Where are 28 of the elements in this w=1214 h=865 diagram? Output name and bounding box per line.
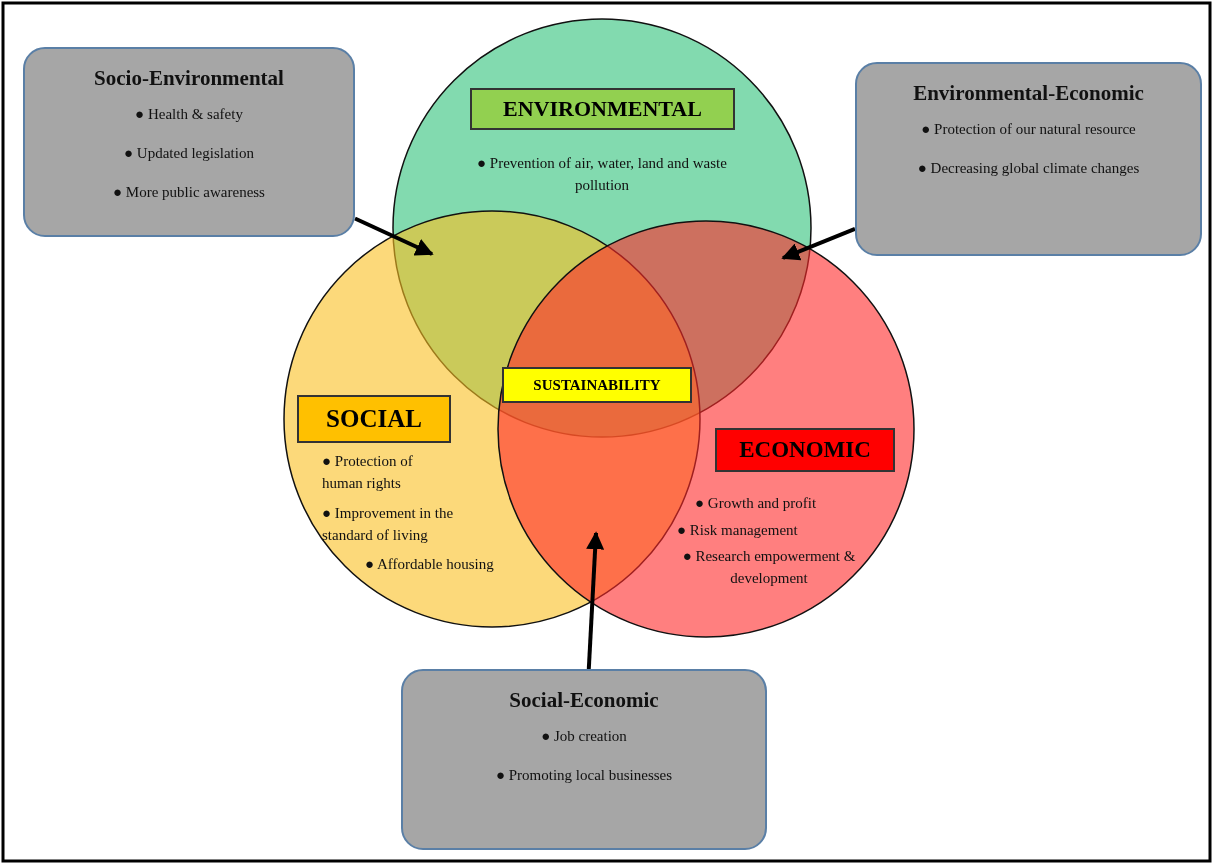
bullet-text: ● More public awareness — [113, 183, 265, 202]
arrow — [781, 227, 856, 261]
bullet-text: ● Prevention of air, water, land and waste pollution — [476, 154, 728, 195]
venn-circle — [497, 220, 915, 638]
arrow — [586, 531, 605, 670]
info-box — [401, 669, 767, 850]
category-label: SOCIAL — [297, 395, 451, 443]
bullet-text: ● Risk management — [677, 521, 799, 540]
bullet-text: ● Growth and profit — [695, 494, 818, 513]
category-label: ENVIRONMENTAL — [470, 88, 735, 130]
bullet-text: ● Improvement in the standard of living — [322, 504, 455, 545]
bullet-text: ● Promoting local businesses — [495, 766, 673, 785]
bullet-text: ● Decreasing global climate changes — [917, 159, 1140, 178]
bullet-text: ● Protection of human rights — [322, 452, 414, 493]
category-label: ECONOMIC — [715, 428, 895, 472]
bullet-text: ● Affordable housing — [365, 555, 495, 574]
bullet-text: ● Job creation — [541, 727, 627, 746]
bullet-text: ● Protection of our natural resource — [921, 120, 1136, 139]
box-title: Social-Economic — [509, 689, 659, 711]
box-title: Socio-Environmental — [94, 67, 284, 89]
bullet-text: ● Updated legislation — [124, 144, 254, 163]
arrow — [354, 216, 434, 256]
box-title: Environmental-Economic — [913, 82, 1144, 104]
info-box — [23, 47, 355, 237]
bullet-text: ● Research empowerment & development — [681, 547, 857, 588]
category-label: SUSTAINABILITY — [502, 367, 692, 403]
bullet-text: ● Health & safety — [135, 105, 243, 124]
info-box — [855, 62, 1202, 256]
